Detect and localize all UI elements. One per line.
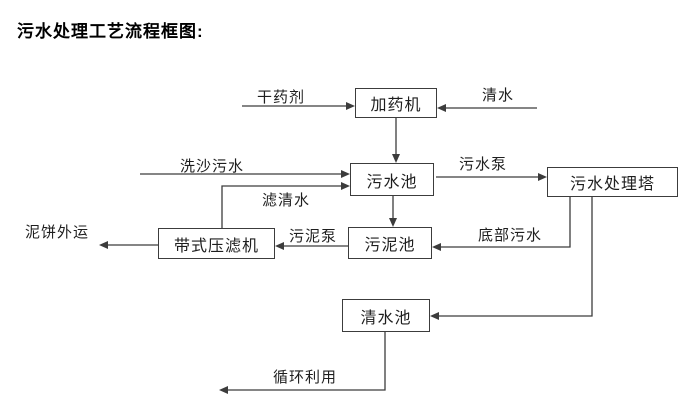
diagram-title: 污水处理工艺流程框图: [17,22,204,41]
node-clean-water-pool: 清水池 [342,299,430,332]
node-dosing-machine: 加药机 [355,88,437,118]
flow-label-recycle-use: 循环利用 [272,369,337,386]
arrow-tower-to-clean-water-pool [430,197,593,320]
flow-label-clean-water: 清水 [481,87,514,104]
arrow-filtered-water-to-sewage-pool [221,182,350,228]
arrow-tower-bottom-to-sludge-pool [432,197,571,251]
flow-label-bottom-sewage: 底部污水 [477,227,542,244]
node-sewage-pool: 污水池 [350,163,434,196]
arrow-clean-water-pool-to-recycle [219,332,386,394]
flow-label-sand-washing-sewage: 洗沙污水 [179,158,244,175]
flow-label-filtered-water: 滤清水 [261,192,310,209]
flow-label-dry-agent: 干药剂 [256,89,305,106]
flow-label-mud-cake-out: 泥饼外运 [24,224,89,241]
node-sewage-treatment-tower: 污水处理塔 [547,167,678,197]
node-sludge-pool: 污泥池 [348,227,432,259]
node-belt-filter-press: 带式压滤机 [158,228,275,259]
flow-label-sludge-pump: 污泥泵 [288,228,337,245]
flow-label-sewage-pump: 污水泵 [458,156,507,173]
